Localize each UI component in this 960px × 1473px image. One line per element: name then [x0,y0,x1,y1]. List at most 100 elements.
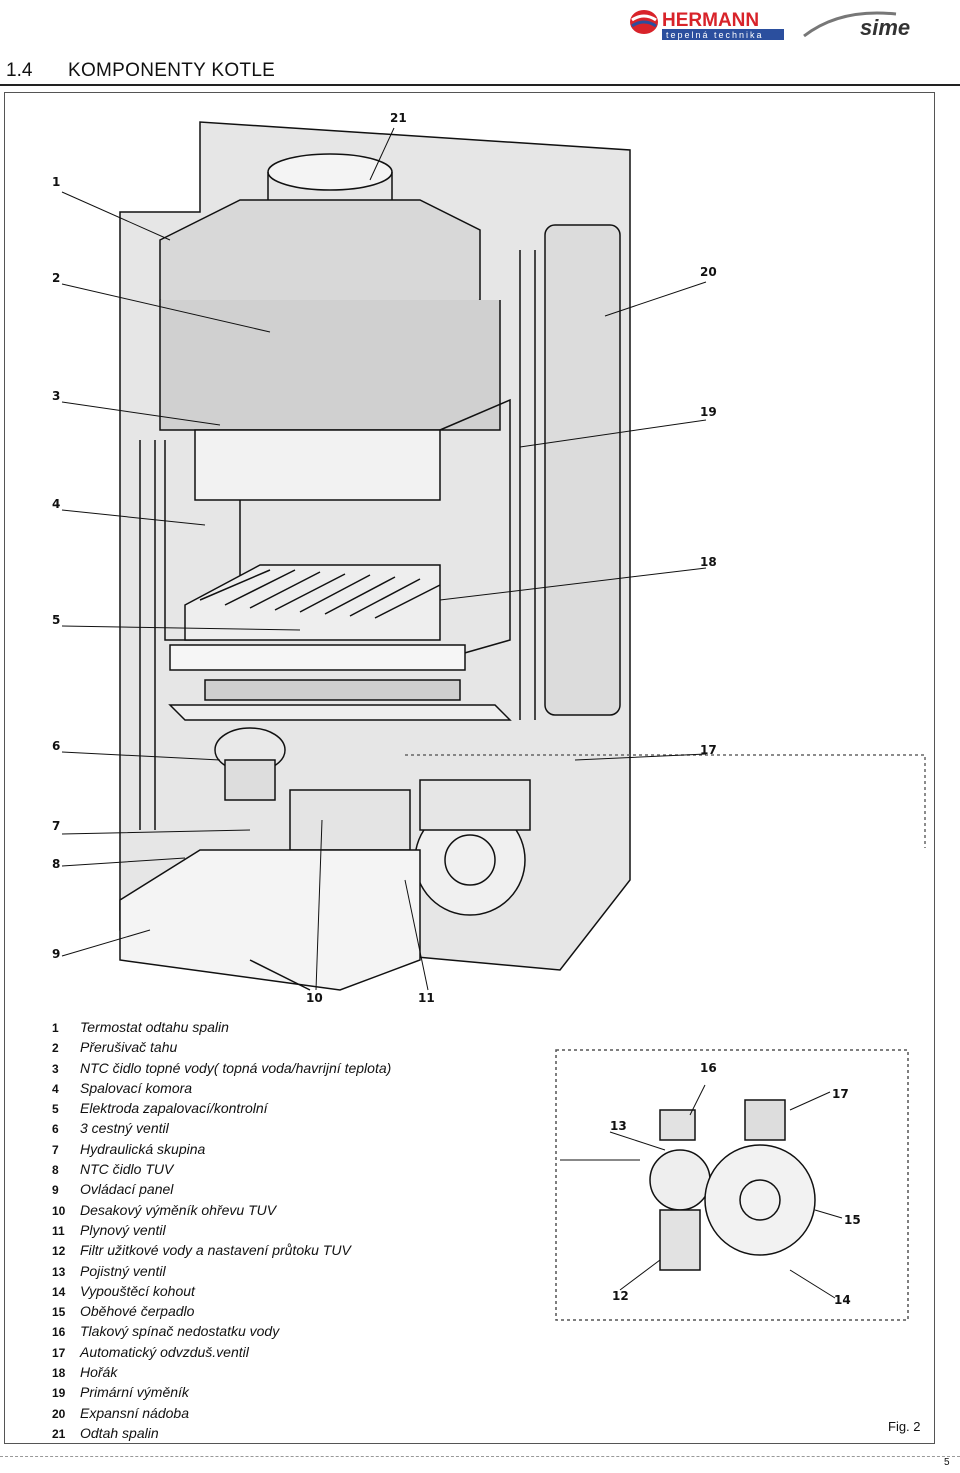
callout-1: 1 [52,175,60,189]
legend-text: NTC čidlo topné vody( topná voda/havrijn… [80,1059,392,1076]
partner-text: sime [860,15,910,40]
legend-text: Filtr užitkové vody a nastavení průtoku … [80,1242,351,1259]
legend-number: 3 [52,1061,59,1076]
legend-text: Tlakový spínač nedostatku vody [80,1323,280,1340]
hydraulic-group-inset [555,1049,909,1321]
callout-6: 6 [52,739,60,753]
legend-number: 7 [52,1142,59,1157]
legend-item: 6 3 cestný ventil [52,1119,391,1139]
legend-number: 17 [52,1345,66,1360]
legend-number: 10 [52,1203,66,1218]
legend-item: 12 Filtr užitkové vody a nastavení průtok… [52,1241,391,1261]
three-way-valve [214,727,286,801]
legend-number: 14 [52,1284,66,1299]
legend-number: 1 [52,1021,59,1035]
callout-19: 19 [700,405,717,419]
legend-text: Primární výměník [80,1384,189,1401]
inset-callout-17: 17 [832,1087,849,1101]
legend-number: 4 [52,1081,59,1096]
callout-17: 17 [700,743,717,757]
footer-rule [0,1456,960,1458]
legend-text: Odtah spalin [80,1424,159,1441]
inset-callout-15: 15 [844,1213,861,1227]
legend-number: 6 [52,1122,59,1137]
legend-number: 5 [52,1102,59,1117]
legend-item: 16 Tlakový spínač nedostatku vody [52,1322,391,1342]
brand-text: HERMANN [662,10,759,31]
hermann-emblem-icon [630,10,658,34]
inset-callout-numbers: 12 13 14 15 16 17 [610,1061,861,1307]
legend-text: 3 cestný ventil [80,1120,169,1137]
legend-text: Vypouštěcí kohout [80,1282,195,1299]
legend-number: 18 [52,1366,66,1381]
sime-swoosh-icon [803,11,897,38]
callout-8: 8 [52,857,60,871]
callout-21: 21 [390,111,407,125]
legend-item: 3 NTC čidlo topné vody( topná voda/havrij… [52,1059,391,1079]
legend-item: 13 Pojistný ventil [52,1262,391,1282]
legend-item: 2 Přerušivač tahu [52,1038,391,1058]
leader-lines [61,127,707,991]
callout-20: 20 [700,265,717,279]
legend-text: Pojistný ventil [80,1262,166,1279]
legend-item: 19 Primární výměník [52,1383,391,1403]
legend-text: Elektroda zapalovací/kontrolní [80,1100,268,1117]
legend-item: 9 Ovládací panel [52,1180,391,1200]
burner [169,564,466,701]
callout-18: 18 [700,555,717,569]
page-number: 5 [944,1457,950,1468]
legend-item: 21 Odtah spalin [52,1424,391,1444]
legend-number: 9 [52,1183,59,1198]
legend-item: 4 Spalovací komora [52,1079,391,1099]
legend-number: 16 [52,1325,66,1340]
legend-text: NTC čidlo TUV [80,1161,174,1178]
figure-label: Fig. 2 [888,1419,921,1434]
legend-text: Oběhové čerpadlo [80,1303,195,1320]
legend-text: Hořák [80,1364,118,1381]
legend-number: 19 [52,1386,66,1401]
callout-11: 11 [418,991,435,1005]
legend-text: Ovládací panel [80,1181,174,1198]
legend-text: Hydraulická skupina [80,1140,206,1157]
legend-number: 13 [52,1264,66,1279]
legend-number: 12 [52,1244,66,1259]
legend-text: Desakový výměník ohřevu TUV [80,1201,277,1218]
inset-callout-16: 16 [700,1061,717,1075]
hermann-logo: HERMANN tepelná technika [630,10,784,40]
legend-item: 15 Oběhové čerpadlo [52,1302,391,1322]
brand-subtitle: tepelná technika [666,30,764,40]
callout-numbers: 1 2 3 4 5 6 7 8 9 10 11 17 18 19 20 21 [52,111,717,1005]
legend-item: 5 Elektroda zapalovací/kontrolní [52,1099,391,1119]
callout-7: 7 [52,819,60,833]
legend-text: Expansní nádoba [80,1404,189,1421]
legend-item: 14 Vypouštěcí kohout [52,1282,391,1302]
expansion-vessel [544,224,621,716]
legend-item: 1 Termostat odtahu spalin [52,1018,391,1038]
legend-text: Přerušivač tahu [80,1039,178,1056]
legend-item: 7 Hydraulická skupina [52,1140,391,1160]
legend-number: 20 [52,1406,66,1421]
callout-2: 2 [52,271,60,285]
callout-5: 5 [52,613,60,627]
legend-number: 8 [52,1163,59,1178]
inset-callout-12: 12 [612,1289,629,1303]
callout-9: 9 [52,947,60,961]
hydraulic-group [289,779,531,916]
legend-text: Termostat odtahu spalin [80,1019,229,1035]
legend-number: 11 [52,1223,65,1238]
legend-number: 2 [52,1041,59,1056]
inset-callout-14: 14 [834,1293,851,1307]
callout-3: 3 [52,389,60,403]
legend-text: Spalovací komora [80,1079,193,1096]
figure-frame [4,92,935,1444]
legend-item: 8 NTC čidlo TUV [52,1160,391,1180]
legend-item: 18 Hořák [52,1363,391,1383]
primary-exchanger [194,429,441,501]
legend-item: 10 Desakový výměník ohřevu TUV [52,1201,391,1221]
legend-number: 21 [52,1426,66,1441]
callout-10: 10 [306,991,323,1005]
legend-number: 15 [52,1305,66,1320]
